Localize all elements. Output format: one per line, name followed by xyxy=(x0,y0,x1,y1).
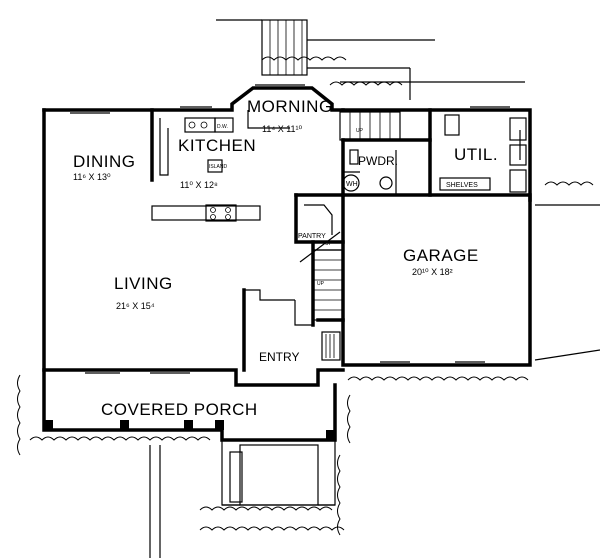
shelves-label: SHELVES xyxy=(446,182,478,189)
porch-label: COVERED PORCH xyxy=(101,400,258,419)
fixtures xyxy=(184,114,527,222)
island-label: ISLAND xyxy=(209,164,227,170)
dining-dim: 11⁶ X 13⁰ xyxy=(73,172,111,182)
fixture-labels: ISLAND D.W. WH SHELVES UP UP UP xyxy=(209,124,478,287)
morning-dim: 11⁴ X 11¹⁰ xyxy=(262,124,303,134)
pantry-label: PANTRY xyxy=(298,233,326,240)
entry-label: ENTRY xyxy=(259,350,299,364)
garage-dim: 20¹⁰ X 18² xyxy=(412,267,453,277)
kitchen-dim: 11⁰ X 12⁸ xyxy=(180,180,218,190)
dining-label: DINING xyxy=(73,152,136,171)
kitchen-label: KITCHEN xyxy=(178,136,256,155)
room-labels: DINING 11⁶ X 13⁰ KITCHEN 11⁰ X 12⁸ MORNI… xyxy=(73,97,498,419)
stairs xyxy=(216,19,525,361)
stair-up-label-3: UP xyxy=(325,241,333,247)
living-label: LIVING xyxy=(114,274,173,293)
windows xyxy=(70,84,521,374)
garage-label: GARAGE xyxy=(403,246,479,265)
stair-up-label-2: UP xyxy=(317,281,325,287)
stair-up-label-1: UP xyxy=(356,128,364,134)
powder-label: PWDR. xyxy=(358,154,398,168)
landscape-shrubs xyxy=(17,56,600,558)
morning-label: MORNING xyxy=(247,97,333,116)
dishwasher-label: D.W. xyxy=(217,124,228,130)
utility-label: UTIL. xyxy=(454,145,498,164)
living-dim: 21⁶ X 15⁴ xyxy=(116,301,155,311)
water-heater-label: WH xyxy=(346,181,358,188)
